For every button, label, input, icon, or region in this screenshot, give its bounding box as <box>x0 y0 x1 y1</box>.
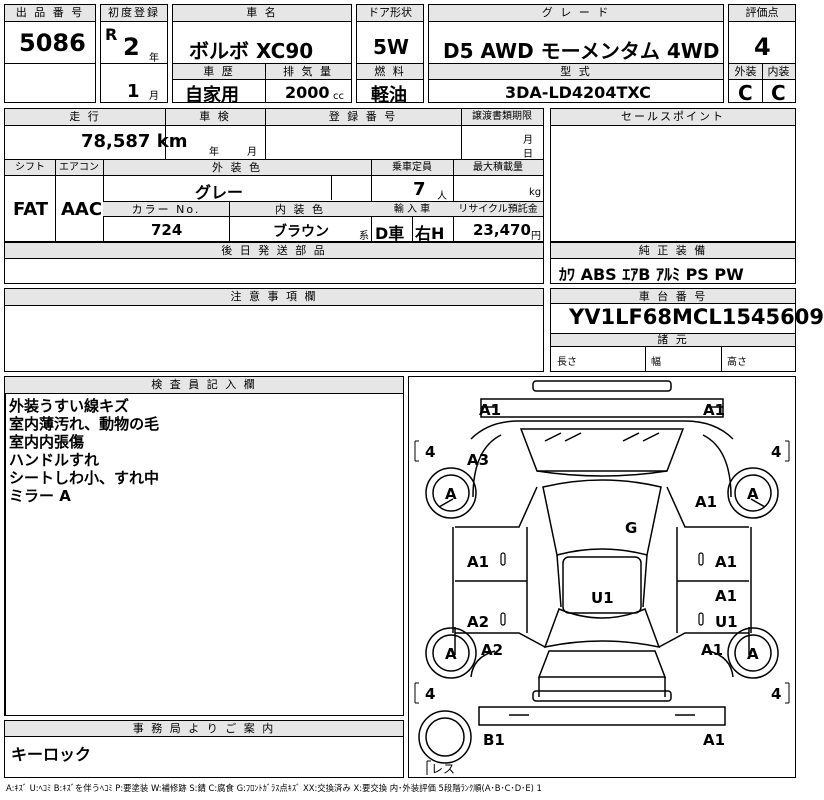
chassis-number: YV1LF68MCL1545609 <box>569 305 824 329</box>
door-type: 5W <box>373 35 409 59</box>
vehicle-info-box: 走 行 車 検 登 録 番 号 譲渡書類期限 78,587 km 年 月 月 日… <box>4 108 544 243</box>
sales-point-box: セールスポイント <box>550 108 796 242</box>
history: 自家用 <box>185 85 239 106</box>
car-name: ボルボ XC90 <box>189 39 314 63</box>
first-registration-label: 初度登録 <box>101 5 167 22</box>
shift: FAT <box>13 199 49 220</box>
legend: A:ｷｽﾞ U:ﾍｺﾐ B:ｷｽﾞを伴うﾍｺﾐ P:要塗装 W:補修跡 S:錆 … <box>6 783 542 793</box>
inspector-note-line: 室内薄汚れ、動物の毛 <box>9 415 160 433</box>
car-name-box: 車 名 ボルボ XC90 車 歴 排 気 量 自家用 2000 cc <box>172 4 352 106</box>
mark-rear-left: A2 <box>481 641 503 659</box>
inspector-note-line: 外装うすい線キズ <box>9 397 130 415</box>
mileage: 78,587 km <box>81 131 188 152</box>
reg-month: 1 <box>127 81 140 102</box>
lot-number-box: 出 品 番 号 5086 <box>4 4 96 103</box>
door-box: ドア形状 5W 燃 料 軽油 <box>356 4 424 106</box>
chassis-box: 車 台 番 号 YV1LF68MCL1545609 諸 元 長さ 幅 高さ <box>550 288 824 372</box>
inspector-note-line: ハンドルすれ <box>9 451 100 469</box>
mark-front-left: A1 <box>479 401 501 419</box>
recycle-fee: 23,470 <box>473 221 531 239</box>
capacity: 7 <box>413 179 426 200</box>
mark-door-rr2: U1 <box>715 613 738 631</box>
car-diagram-box: A1 A1 A3 A1 G A1 A1 U1 A2 A1 U1 A2 A1 B1… <box>408 376 796 778</box>
era: R <box>105 25 118 44</box>
mark-rear-right: A1 <box>701 641 723 659</box>
later-parts-box: 後 日 発 送 部 品 <box>4 242 544 284</box>
car-diagram: A1 A1 A3 A1 G A1 A1 U1 A2 A1 U1 A2 A1 B1… <box>414 380 790 776</box>
lot-number: 5086 <box>19 29 86 57</box>
tire-rl-mark: A <box>445 645 457 663</box>
mark-door-rr1: A1 <box>715 587 737 605</box>
exterior-grade: C <box>738 81 753 105</box>
inspector-note-line: 室内内張傷 <box>9 433 85 451</box>
tread-rr: 4 <box>771 685 781 703</box>
tread-rl: 4 <box>425 685 435 703</box>
mark-back-left: B1 <box>483 731 505 749</box>
inspector-notes: 外装うすい線キズ室内薄汚れ、動物の毛室内内張傷ハンドルすれシートしわ小、すれ中ミ… <box>9 397 159 505</box>
lot-number-label: 出 品 番 号 <box>5 5 95 22</box>
genuine-equipment: ｶﾜ ABS ｴｱB ｱﾙﾐ PS PW <box>559 265 744 284</box>
mark-hood-left: A3 <box>467 451 489 469</box>
tire-rr-mark: A <box>747 645 759 663</box>
reg-year: 2 <box>123 33 140 61</box>
interior-color: ブラウン <box>273 224 329 240</box>
grade: D5 AWD モーメンタム 4WD <box>443 39 720 63</box>
import-type: D車 <box>375 224 405 243</box>
score-box: 評価点 4 外装 内装 C C <box>728 4 796 105</box>
interior-grade: C <box>771 81 786 105</box>
model-code: 3DA-LD4204TXC <box>505 83 651 102</box>
mark-fender-right: A1 <box>695 493 717 511</box>
steering-side: 右H <box>415 224 445 243</box>
overall-score: 4 <box>754 33 771 61</box>
displacement: 2000 <box>285 83 330 102</box>
first-registration-box: 初度登録 R 2 年 1 月 <box>100 4 168 103</box>
mark-center: U1 <box>591 589 614 607</box>
inspector-note-line: シートしわ小、すれ中 <box>9 469 160 487</box>
office-notice: キーロック <box>11 745 92 764</box>
mark-door-rl: A2 <box>467 613 489 631</box>
inspector-notes-box: 検 査 員 記 入 欄 外装うすい線キズ室内薄汚れ、動物の毛室内内張傷ハンドルす… <box>4 376 404 716</box>
spare-tire-mark: レス <box>431 762 455 776</box>
air-conditioner: AAC <box>61 199 103 220</box>
mark-roof: G <box>625 519 637 537</box>
notes-box: 注 意 事 項 欄 <box>4 288 544 372</box>
genuine-equipment-box: 純 正 装 備 ｶﾜ ABS ｴｱB ｱﾙﾐ PS PW <box>550 242 796 284</box>
mark-front-right: A1 <box>703 401 725 419</box>
tread-fr: 4 <box>771 443 781 461</box>
office-notice-box: 事 務 局 よ り ご 案 内 キーロック <box>4 720 404 778</box>
tire-fl-mark: A <box>445 485 457 503</box>
inspector-note-line: ミラー A <box>9 487 71 505</box>
mark-back-right: A1 <box>703 731 725 749</box>
tread-fl: 4 <box>425 443 435 461</box>
mark-door-fl: A1 <box>467 553 489 571</box>
tire-fr-mark: A <box>747 485 759 503</box>
color-number: 724 <box>151 221 183 239</box>
grade-box: グ レ ー ド D5 AWD モーメンタム 4WD 型 式 3DA-LD4204… <box>428 4 724 103</box>
mark-door-fr: A1 <box>715 553 737 571</box>
fuel: 軽油 <box>371 85 407 106</box>
exterior-color: グレー <box>195 183 244 202</box>
